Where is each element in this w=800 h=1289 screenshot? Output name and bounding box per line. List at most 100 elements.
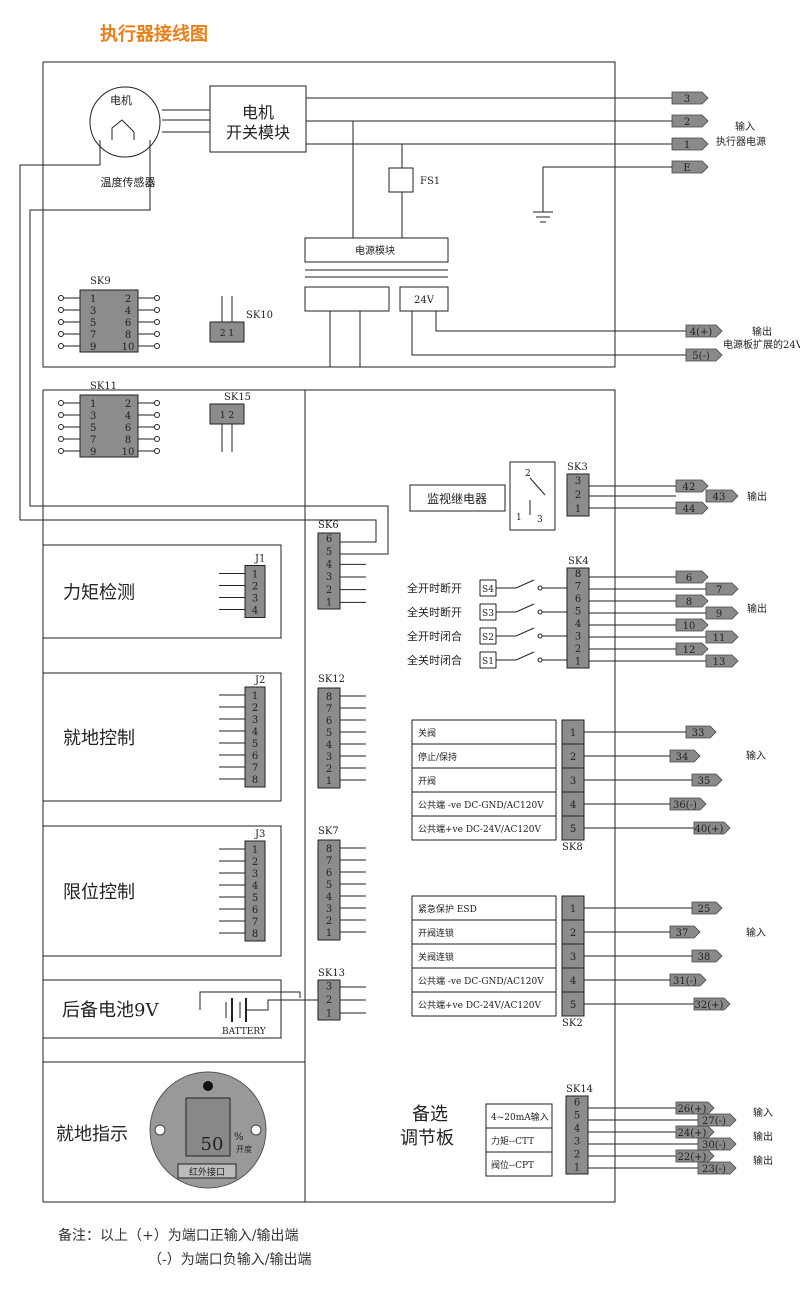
local-ctrl-pin-8: 8 [252,775,258,786]
sk12-pin-4: 4 [326,740,332,751]
infrared-port [177,1163,237,1179]
battery-wire [199,991,301,1010]
sk14-term-3-tag [697,1137,737,1151]
limit-ctrl-pin-2: 2 [252,857,258,868]
switch-module-line2: 开关模块 [226,123,290,142]
sk14-row-label-2: 阀位--CPT [491,1159,534,1171]
upper-panel [42,61,616,368]
sk9-pin [58,307,64,313]
sk9-l1: 1 [90,294,96,305]
sk14-label-0: 输入 [753,1106,773,1119]
battery-wire [246,999,318,1011]
sk9-pin [58,331,64,337]
local-ctrl-pin-4: 4 [252,727,258,738]
limit-ctrl-conn-name: J3 [254,829,265,840]
limit-ctrl-frame [42,825,282,957]
sk11-pin [58,448,64,454]
sk10-pins: 2 1 [220,329,234,339]
sk2-pin-1: 1 [570,904,576,915]
sk2-term-0-tag [691,901,723,915]
sk12 [317,687,341,789]
sk2-term-3-tag [669,973,707,987]
sk6-pin-6: 6 [326,534,332,545]
power-module-label: 电源模块 [355,244,395,257]
battery-text: BATTERY [222,1027,267,1037]
term-9-tag [705,606,739,620]
sk2-input-label: 输入 [746,926,766,939]
sk12-pin-2: 2 [326,764,332,775]
sk4-out-label: 输出 [747,602,767,615]
sk14-term-0-label: 26(+) [678,1104,707,1115]
sk14-label-1: 输出 [753,1130,773,1143]
battery-label: 后备电池9V [62,1000,159,1021]
sk14-pin-2: 2 [574,1149,580,1160]
sk7-pin-5: 5 [326,880,332,891]
sk8-term-0-label: 33 [692,728,705,739]
term-4-tag [685,324,723,338]
sk2-term-4-label: 32(+) [695,1000,724,1011]
term-6-label: 6 [686,573,692,584]
battery-frame [42,979,282,1039]
sk14-term-3-label: 30(-) [702,1140,726,1151]
sk7 [317,839,341,941]
term-3-tag [671,91,709,105]
sk4-pin-8: 8 [575,569,581,580]
sk8-term-2-tag [691,773,723,787]
sk8-pin-2: 2 [570,752,576,763]
term-13-tag [705,654,739,668]
sk11-r8: 8 [125,435,131,446]
sk2-term-3-label: 31(-) [673,976,697,987]
sk11-r4: 4 [125,411,131,422]
motor-icon [89,86,161,158]
sk8-row [411,815,557,841]
fuse-label: FS1 [420,176,440,187]
sk4-pin-6: 6 [575,594,581,605]
sk14-term-2-tag [675,1125,715,1139]
limit-ctrl-conn [244,840,266,942]
sk8-pin-5: 5 [570,824,576,835]
note-line-1: 备注：以上（+）为端口正输入/输出端 [58,1228,299,1244]
local-ctrl-pin-2: 2 [252,703,258,714]
local-ctrl-frame [42,672,282,802]
term-12-tag [675,642,709,656]
term-6-tag [675,570,709,584]
lower-panel [42,389,616,1203]
sk9-pin [58,295,64,301]
sk8-term-3-tag [669,797,707,811]
sk11-r6: 6 [125,423,131,434]
sk2-term-1-tag [669,925,701,939]
sk9-r2: 2 [125,294,131,305]
sk4-name: SK4 [568,556,589,567]
switch-label-S4: 全开时断开 [407,581,462,595]
indicator-unit: % [234,1132,244,1143]
switch-module-box [209,85,307,153]
sk15-pins: 1 2 [220,411,234,421]
contact-1: 1 [516,513,522,523]
sk8-row-label-1: 停止/保持 [418,751,457,763]
sk8-term-4-label: 40(+) [695,824,724,835]
sk2-term-1-label: 37 [676,928,689,939]
sk14-row-label-1: 力矩--CTT [491,1135,534,1147]
sk13-pin-1: 1 [326,1008,332,1019]
temp-sensor-shape [111,119,135,140]
sk2-pin-2: 2 [570,928,576,939]
sk2-row-label-0: 紧急保护 ESD [418,903,477,915]
sk11 [79,394,139,458]
aux-box [304,286,390,312]
sk9-pin [58,319,64,325]
sk11-pin [58,400,64,406]
sk7-pin-4: 4 [326,892,332,903]
switch-contact [537,585,543,591]
sk10-name: SK10 [246,310,273,321]
sk9-pin [154,343,160,349]
sk9-r4: 4 [125,306,131,317]
sk9-l3: 3 [90,306,96,317]
indicator-sub: 开度 [236,1144,252,1154]
limit-ctrl-pin-8: 8 [252,929,258,940]
sk4 [566,567,590,669]
switch-id-S1: S1 [482,657,494,667]
sk8-term-1-tag [669,749,701,763]
term-1-label: 1 [684,140,690,151]
wire [529,477,546,496]
sk9-name: SK9 [90,276,111,287]
